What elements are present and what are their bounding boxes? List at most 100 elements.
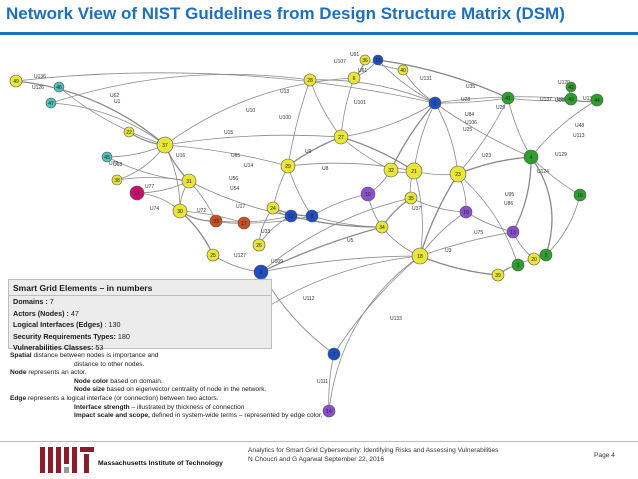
legend-interface-strength: Interface strength – illustrated by thic…: [74, 403, 245, 411]
network-node: 35: [404, 191, 418, 205]
edge-label: U23: [482, 153, 491, 159]
network-edge: [309, 79, 436, 104]
page-number: Page 4: [594, 452, 615, 459]
edge-label: U1: [114, 99, 121, 105]
edge-label: U3: [445, 248, 452, 254]
node-label: 31: [186, 179, 192, 185]
node-label: 34: [379, 225, 385, 231]
network-node: 29: [280, 158, 296, 174]
node-label: 38: [114, 178, 120, 184]
network-node: 20: [527, 252, 541, 266]
network-nodes: 4946472245383731301133251726249112828291…: [9, 54, 604, 418]
network-node: 49: [9, 74, 23, 88]
edge-label: U15: [224, 130, 233, 136]
node-label: 23: [455, 172, 461, 178]
network-node: 37: [156, 136, 174, 154]
network-edge: [340, 102, 436, 138]
edge-label: U17: [236, 204, 245, 210]
node-label: 43: [568, 97, 574, 103]
network-node: 28: [303, 73, 317, 87]
network-node: 16: [573, 188, 587, 202]
node-label: 8: [311, 214, 314, 220]
network-node: 43: [564, 92, 578, 106]
edge-label: U48: [575, 123, 584, 129]
network-edge: [377, 59, 509, 99]
edge-label: U128: [557, 97, 569, 103]
network-node: 25: [206, 248, 220, 262]
network-node: 11: [129, 185, 145, 201]
node-label: 40: [400, 68, 406, 74]
network-edge: [287, 162, 415, 172]
stat-security-requirements: Security Requirements Types: 180: [13, 331, 130, 341]
node-label: 33: [213, 219, 219, 225]
network-edge: [260, 255, 421, 273]
stat-actors: Actors (Nodes) : 47: [13, 308, 79, 318]
footer-line-1: Analytics for Smart Grid Cybersecurity: …: [248, 447, 499, 454]
edge-label: U129: [555, 152, 567, 158]
edge-label: U109: [271, 259, 283, 265]
network-edge: [287, 165, 313, 217]
network-edge: [530, 156, 581, 196]
network-edge: [340, 136, 415, 172]
network-edge: [419, 231, 514, 257]
network-node: 46: [53, 81, 65, 93]
node-label: 42: [568, 85, 574, 91]
stat-interfaces: Logical Interfaces (Edges) : 130: [13, 320, 121, 330]
node-label: 47: [48, 101, 54, 107]
network-edge: [457, 156, 532, 175]
node-label: 46: [56, 85, 62, 91]
edge-label: U13: [280, 89, 289, 95]
legend-node-size: Node size based on eigenvector centralit…: [74, 386, 267, 394]
node-label: 22: [126, 130, 132, 136]
network-edge: [188, 180, 292, 217]
edge-label: U61: [358, 68, 367, 74]
network-edge: [419, 173, 459, 257]
node-label: 37: [162, 143, 168, 149]
network-node: 42: [565, 81, 577, 93]
network-edge: [215, 215, 292, 223]
node-label: 17: [241, 221, 247, 227]
edge-label: U95: [505, 192, 514, 198]
edge-label: U5: [347, 238, 354, 244]
network-edge: [164, 77, 355, 146]
edge-label: U62: [110, 93, 119, 99]
network-node: 10: [360, 186, 376, 202]
node-label: 30: [177, 209, 183, 215]
network-edge: [434, 97, 509, 104]
network-edge: [413, 170, 423, 257]
node-label: 6: [353, 76, 356, 82]
edge-label: U14: [244, 163, 253, 169]
network-node: 8: [305, 209, 319, 223]
edge-label: U25: [463, 127, 472, 133]
edge-label: U131: [420, 76, 432, 82]
node-label: 3: [517, 263, 520, 269]
network-node: 47: [45, 97, 57, 109]
network-edge: [419, 211, 467, 257]
network-node: 12: [284, 209, 298, 223]
node-label: 11: [134, 191, 139, 197]
edge-label: U16: [176, 153, 185, 159]
legend-edge: Edge represents a logical interface (or …: [10, 394, 219, 402]
slide-title: Network View of NIST Guidelines from Des…: [6, 4, 565, 23]
network-edge: [390, 102, 436, 171]
node-label: 13: [510, 230, 516, 236]
edge-label: U29: [496, 105, 505, 111]
institution-name: Massachusetts Institute of Technology: [98, 460, 223, 467]
network-node: 44: [590, 93, 604, 107]
node-label: 10: [365, 192, 371, 198]
node-label: 2: [545, 253, 548, 259]
network-node: 36: [359, 54, 371, 66]
edge-label: U138: [583, 96, 595, 102]
network-node: 26: [252, 238, 266, 252]
network-edge: [545, 194, 581, 256]
node-label: 32: [388, 168, 394, 174]
edge-label: U112: [303, 296, 315, 302]
edge-label: U111: [317, 379, 328, 385]
legend-spatial-cont: distance to other nodes.: [74, 360, 145, 368]
edge-label: U65: [231, 153, 240, 159]
edge-label: U86: [504, 201, 513, 207]
edge-label: U120: [558, 80, 570, 86]
stat-vulnerabilities: Vulnerabilities Classes: 53: [13, 343, 104, 353]
network-edge: [164, 144, 289, 167]
network-node: 14: [322, 404, 336, 418]
